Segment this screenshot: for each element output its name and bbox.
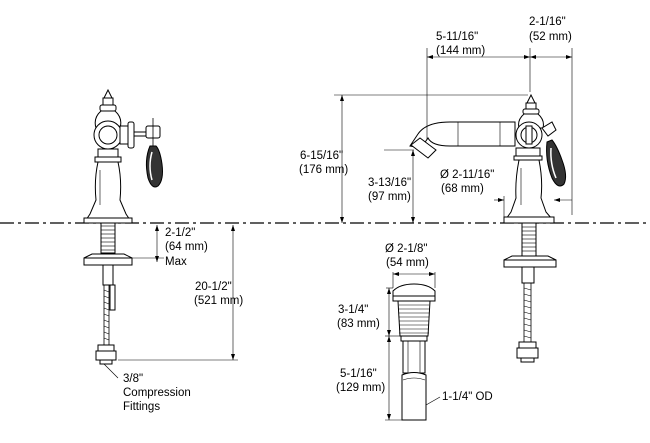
compression-fitting-callout: 3/8" Compression Fittings xyxy=(103,363,191,413)
supply-length-dimension: 20-1/2" (521 mm) xyxy=(118,225,243,361)
left-flange-label: 2-1/2" xyxy=(165,227,195,239)
spout-reach-dimension: 5-11/16" (144 mm) xyxy=(426,31,573,215)
spout-offset-label: 2-1/16" xyxy=(529,16,566,28)
spout-reach-mm-label: (144 mm) xyxy=(436,45,485,57)
drain-height-label: 3-1/4" xyxy=(338,304,368,316)
drain-dimension-diameter: Ø 2-1/8" (54 mm) xyxy=(385,243,436,288)
spout-offset-mm-label: (52 mm) xyxy=(529,31,572,43)
overall-height-mm-label: (176 mm) xyxy=(299,164,348,176)
supply-length-label: 20-1/2" xyxy=(195,281,232,293)
spout-height-label: 3-13/16" xyxy=(368,177,411,189)
drain-height-dimension: 3-1/4" (83 mm) xyxy=(337,287,401,337)
spout-height-dimension: 3-13/16" (97 mm) xyxy=(368,149,415,223)
spout-supply-shank xyxy=(503,222,557,363)
drain-assembly xyxy=(392,283,436,421)
overall-height-label: 6-15/16" xyxy=(300,150,343,162)
compression-label: 3/8" xyxy=(123,373,143,385)
left-supply-shank xyxy=(83,222,133,365)
drain-diameter-mm-label: (54 mm) xyxy=(386,257,429,269)
tail-length-mm-label: (129 mm) xyxy=(336,382,385,394)
tail-length-dimension: 5-1/16" (129 mm) xyxy=(336,336,402,421)
tail-od-callout: 1-1/4" OD xyxy=(425,391,493,406)
supply-length-mm-label: (521 mm) xyxy=(194,295,243,307)
tail-length-label: 5-1/16" xyxy=(340,368,377,380)
spout-reach-label: 5-11/16" xyxy=(436,31,478,43)
compression-label-line2: Compression xyxy=(123,387,191,399)
left-flange-mm-label: (64 mm) xyxy=(165,241,208,253)
overall-height-dimension: 6-15/16" (176 mm) xyxy=(299,94,528,223)
drain-diameter-label: Ø 2-1/8" xyxy=(385,243,427,255)
drain-height-mm-label: (83 mm) xyxy=(337,318,380,330)
base-diameter-mm-label: (68 mm) xyxy=(441,183,484,195)
base-diameter-label: Ø 2-11/16" xyxy=(440,169,494,181)
compression-label-line3: Fittings xyxy=(123,401,160,413)
spout-offset-dimension: 2-1/16" (52 mm) xyxy=(529,16,572,59)
left-flange-max-label: Max xyxy=(165,256,187,268)
spout-assembly xyxy=(409,93,567,224)
base-diameter-dimension: Ø 2-11/16" (68 mm) xyxy=(440,169,572,223)
left-flange-dimension: 2-1/2" (64 mm) Max xyxy=(132,225,208,268)
spout-height-mm-label: (97 mm) xyxy=(368,191,411,203)
left-handle-valve xyxy=(83,88,163,224)
tail-od-label: 1-1/4" OD xyxy=(442,391,493,403)
